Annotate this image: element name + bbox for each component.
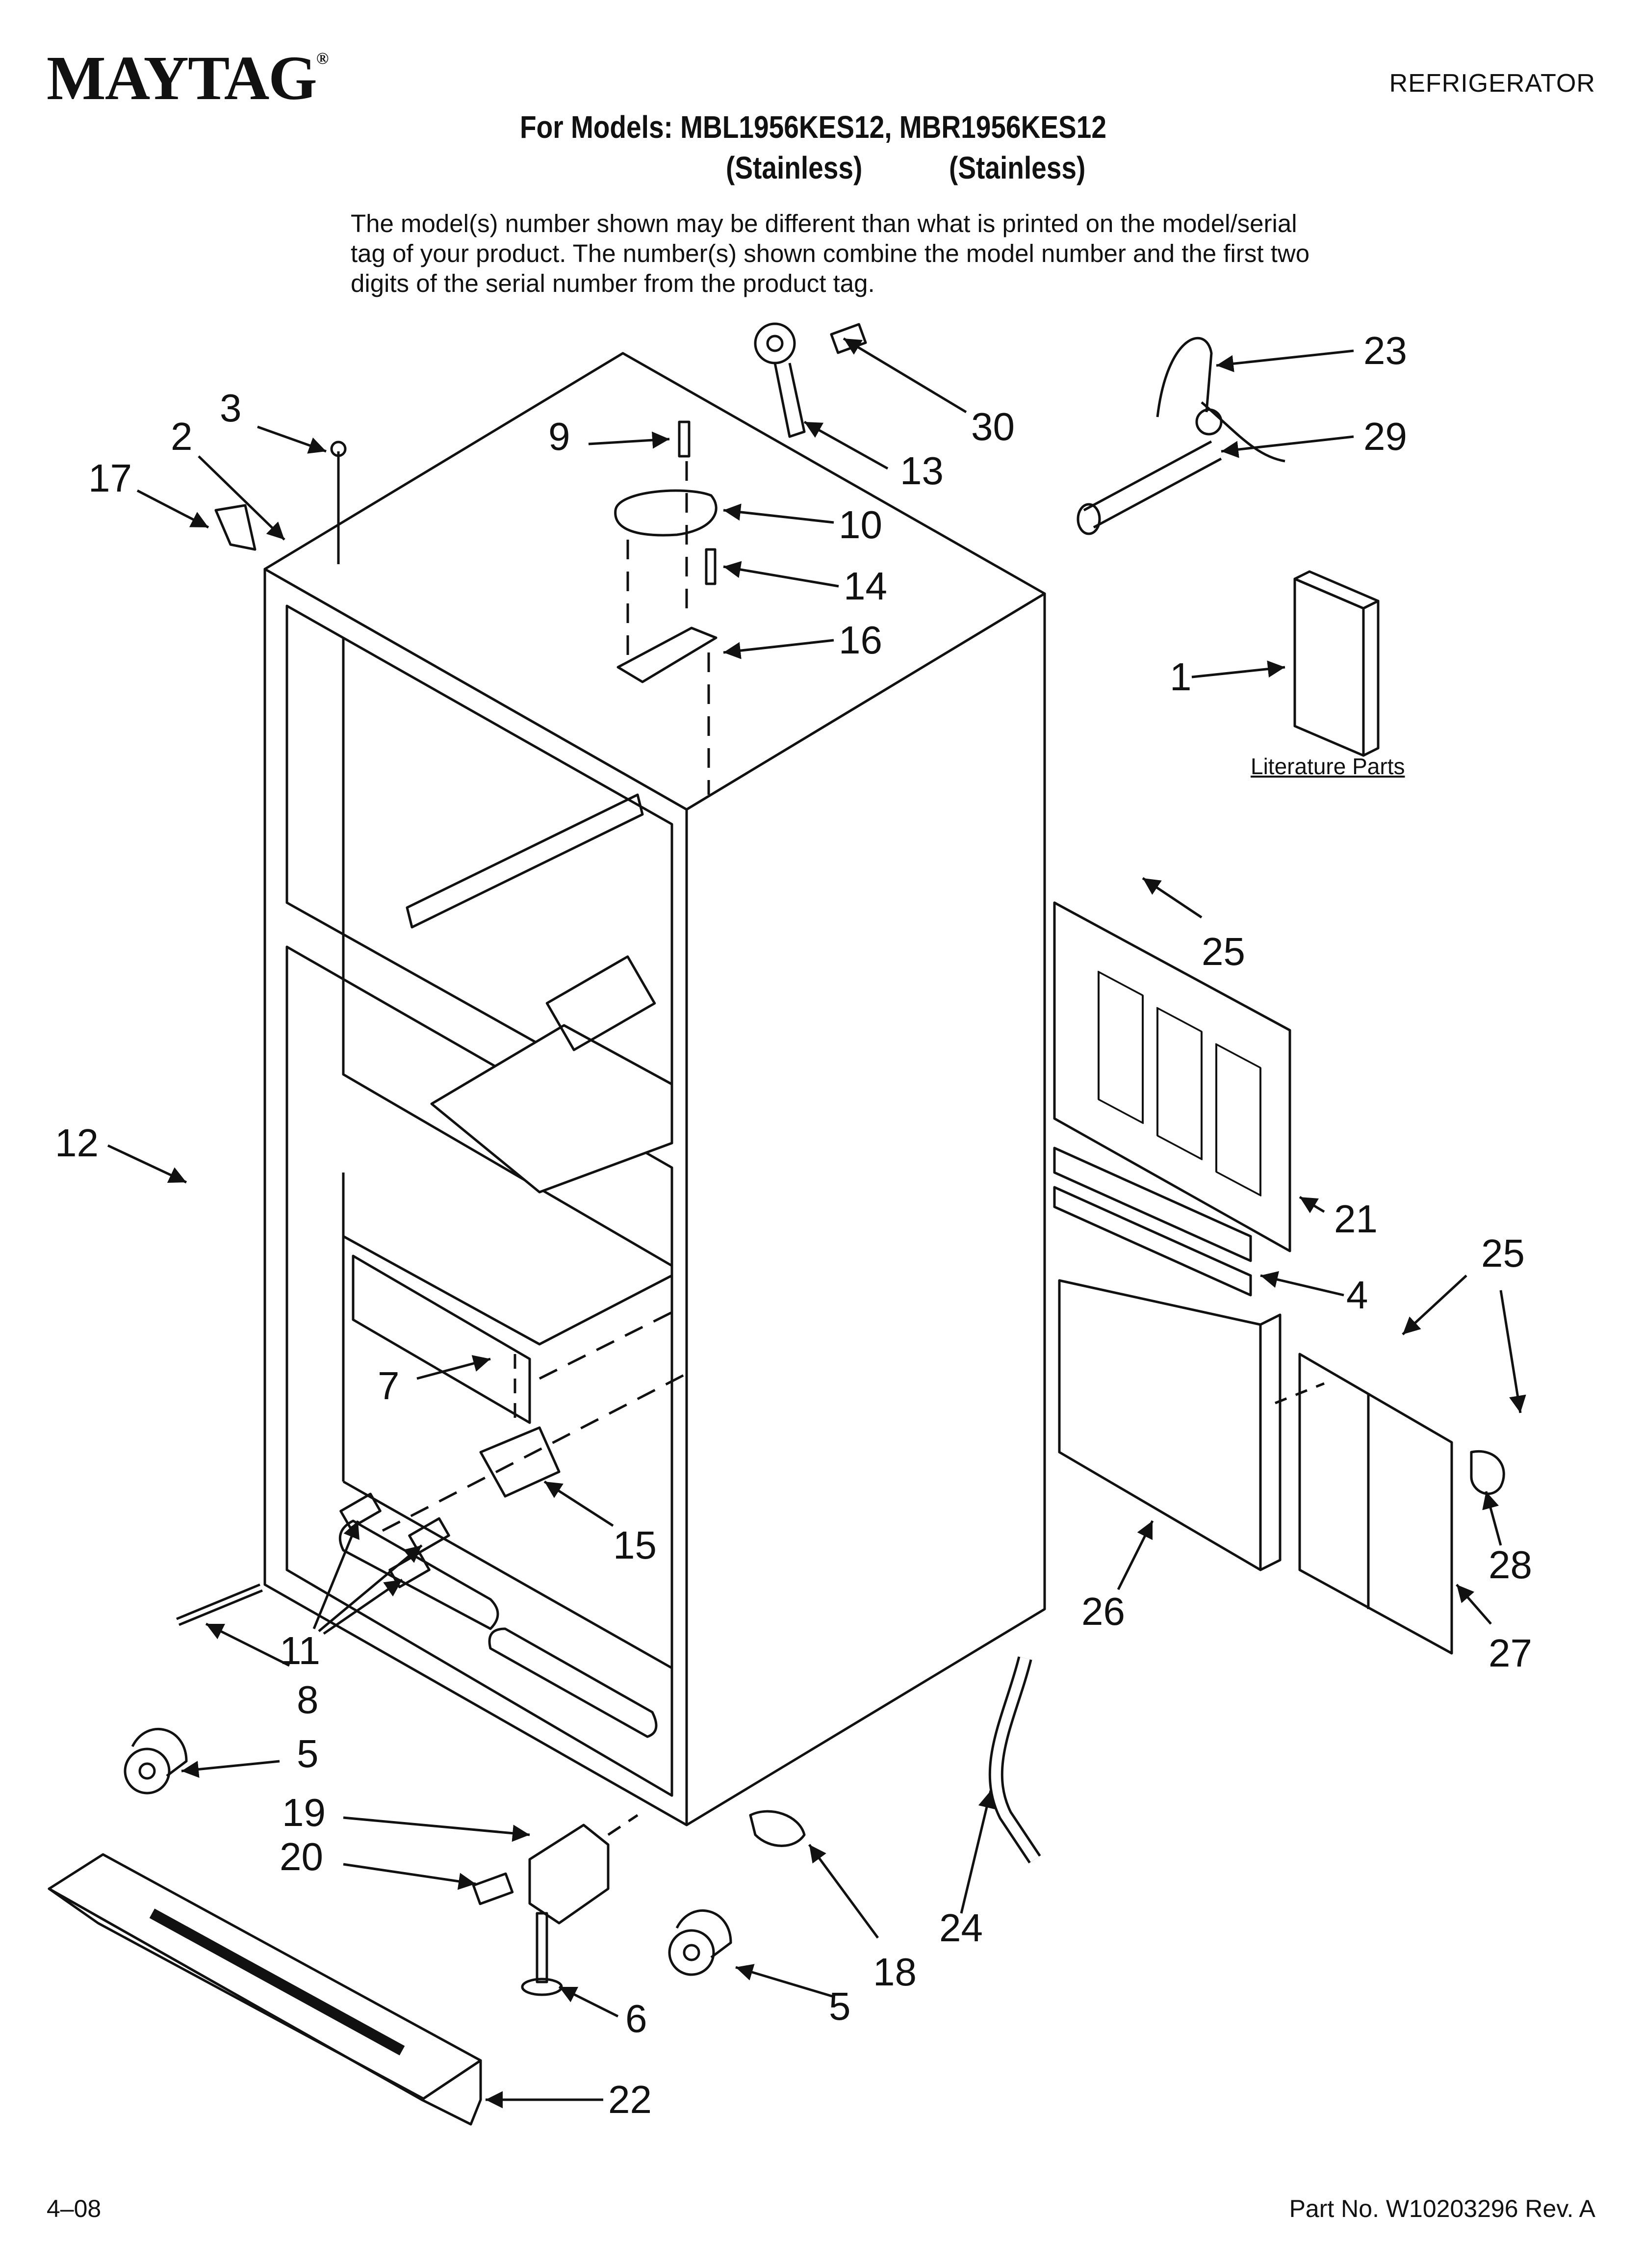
clip-28	[1470, 1450, 1505, 1495]
callout-10: 10	[839, 503, 882, 547]
callout-25-side: 25	[1481, 1231, 1525, 1275]
models-title: For Models: MBL1956KES12, MBR1956KES12	[520, 109, 1106, 145]
callout-17: 17	[88, 456, 132, 500]
callout-18: 18	[873, 1950, 917, 1994]
callout-5-rear: 5	[829, 1984, 851, 2028]
callout-19: 19	[282, 1791, 326, 1834]
leader-lines	[107, 337, 1526, 2109]
callout-22: 22	[608, 2078, 652, 2121]
rear-grille-21	[1053, 901, 1291, 1252]
toe-grille-22	[48, 1853, 482, 2126]
upper-hinge-13	[754, 322, 867, 438]
top-hinge-assembly	[214, 420, 718, 795]
callout-6: 6	[625, 1997, 647, 2040]
callout-26: 26	[1081, 1590, 1125, 1633]
callout-23: 23	[1363, 329, 1407, 372]
water-tube-assembly	[1077, 337, 1285, 535]
leveling-bracket	[472, 1814, 639, 1996]
callout-8: 8	[297, 1678, 319, 1721]
category-label: REFRIGERATOR	[1389, 69, 1595, 98]
callout-1: 1	[1170, 655, 1192, 699]
callout-16: 16	[839, 618, 882, 662]
callout-4: 4	[1346, 1273, 1368, 1317]
literature-book	[1293, 570, 1380, 757]
callout-13: 13	[900, 449, 944, 493]
lower-hinge-assembly	[176, 1308, 688, 1626]
callout-2: 2	[171, 415, 193, 458]
callout-25-top: 25	[1202, 930, 1245, 973]
strip-4	[1053, 1147, 1252, 1297]
callout-3: 3	[220, 386, 242, 430]
roller-front	[124, 1727, 188, 1795]
brand-logo: MAYTAG®	[47, 43, 329, 113]
callout-11: 11	[280, 1629, 321, 1672]
variant-left: (Stainless)	[726, 150, 863, 185]
callout-15: 15	[613, 1523, 657, 1567]
callout-7: 7	[378, 1364, 400, 1408]
callout-27: 27	[1488, 1631, 1532, 1675]
variant-right: (Stainless)	[949, 150, 1086, 185]
footer-date: 4–08	[47, 2195, 102, 2222]
roller-rear	[668, 1909, 732, 1976]
literature-parts-label: Literature Parts	[1251, 754, 1405, 779]
callout-5-front: 5	[297, 1732, 319, 1775]
panel-27	[1275, 1353, 1453, 1655]
callout-9: 9	[548, 415, 570, 458]
callout-30: 30	[971, 405, 1015, 448]
cabinet	[263, 352, 1046, 1826]
callout-29: 29	[1363, 415, 1407, 458]
callout-28: 28	[1488, 1543, 1532, 1587]
callout-20: 20	[280, 1835, 323, 1878]
footer-part-number: Part No. W10203296 Rev. A	[1289, 2195, 1595, 2222]
callout-24: 24	[939, 1906, 983, 1950]
panel-26	[1058, 1279, 1282, 1571]
callout-14: 14	[844, 564, 887, 608]
callout-21: 21	[1334, 1197, 1378, 1241]
model-note: The model(s) number shown may be differe…	[351, 209, 1310, 297]
callout-12: 12	[55, 1121, 99, 1165]
clamp-18	[749, 1810, 806, 1847]
